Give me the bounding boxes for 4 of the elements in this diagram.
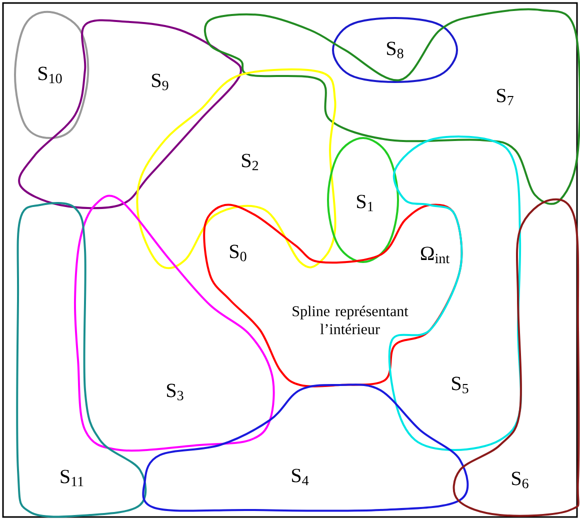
- closed-spline: S$_{11}$: [16, 202, 147, 518]
- closed-spline: S$_{1}$: [327, 137, 399, 263]
- closed-spline: S$_{10}$: [14, 10, 90, 139]
- closed-spline: S$_{8}$: [332, 17, 458, 83]
